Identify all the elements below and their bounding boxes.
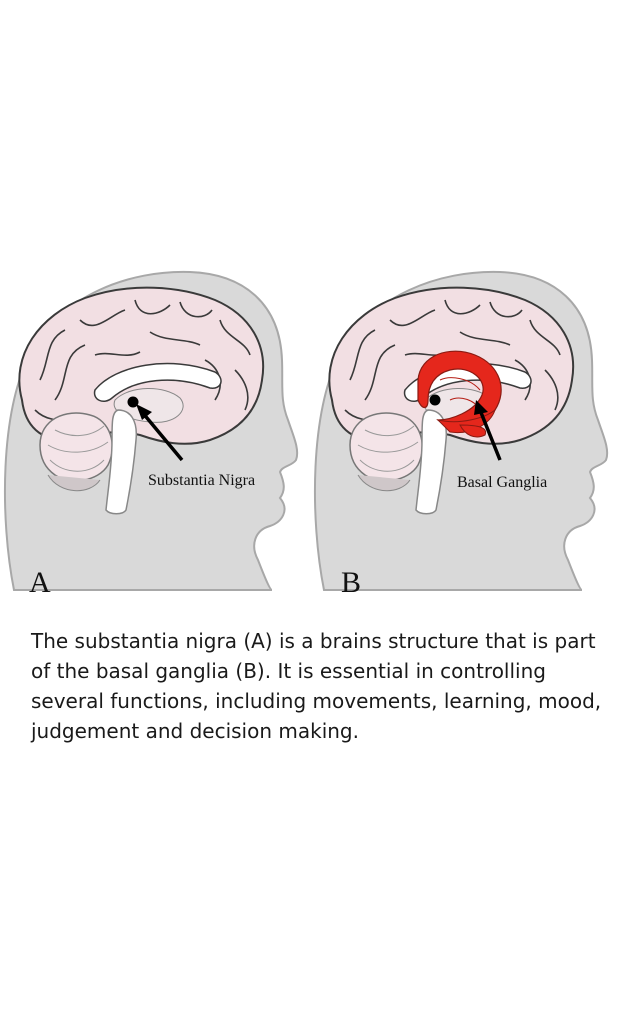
panel-letter-b: B [341,566,362,599]
arrow-a-line [140,410,184,462]
basal-ganglia-marker [429,394,441,406]
brain-diagram-figure [3,270,609,591]
panel-a [3,270,299,591]
panel-letter-a: A [29,566,51,599]
substantia-nigra-marker [127,396,139,408]
caption-text: The substantia nigra (A) is a brains str… [31,629,602,743]
label-basal-ganglia: Basal Ganglia [457,474,548,491]
label-substantia-nigra: Substantia Nigra [148,472,256,489]
arrow-b-line [478,409,502,461]
arrow-a-head [136,404,152,420]
panel-b [313,270,609,591]
arrow-b-head [474,400,488,415]
